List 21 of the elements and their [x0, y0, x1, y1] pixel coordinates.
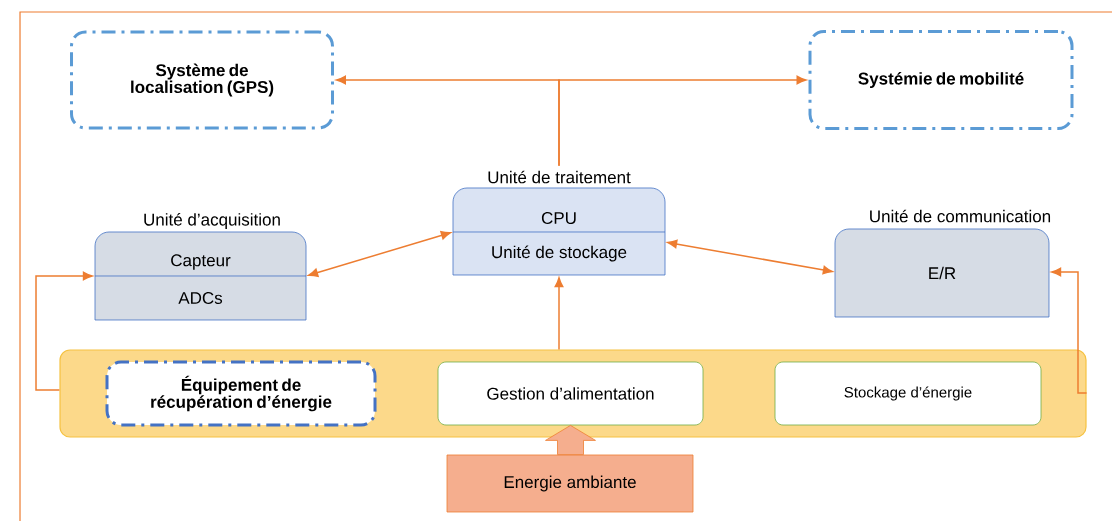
- process-box: Gestion d’alimentation: [437, 361, 704, 426]
- arrow: [35, 271, 93, 391]
- arrow: [1051, 267, 1088, 394]
- unit-part-label: CPU: [541, 211, 576, 224]
- unit-part-label: Unité de stockage: [492, 245, 627, 262]
- system-box: Équipement de récupération d’énergie: [105, 360, 377, 427]
- system-box: Système de localisation (GPS): [70, 30, 334, 130]
- arrow: [667, 239, 833, 275]
- source-box: Energie ambiante: [446, 454, 694, 513]
- unit-part-label: E/R: [929, 266, 956, 280]
- arrow: [308, 231, 451, 277]
- arrow: [554, 277, 564, 351]
- unit-heading: Unité de traitement: [488, 170, 631, 184]
- unit-part-label: Capteur: [171, 254, 231, 270]
- system-box: Systémie de mobilité: [808, 30, 1074, 130]
- block-arrow: [545, 425, 596, 455]
- arrow: [558, 75, 807, 167]
- unit-heading: Unité de communication: [870, 209, 1051, 223]
- unit-part-label: ADCs: [178, 291, 223, 304]
- unit-heading: Unité d’acquisition: [144, 212, 280, 229]
- process-box: Stockage d’énergie: [774, 361, 1042, 426]
